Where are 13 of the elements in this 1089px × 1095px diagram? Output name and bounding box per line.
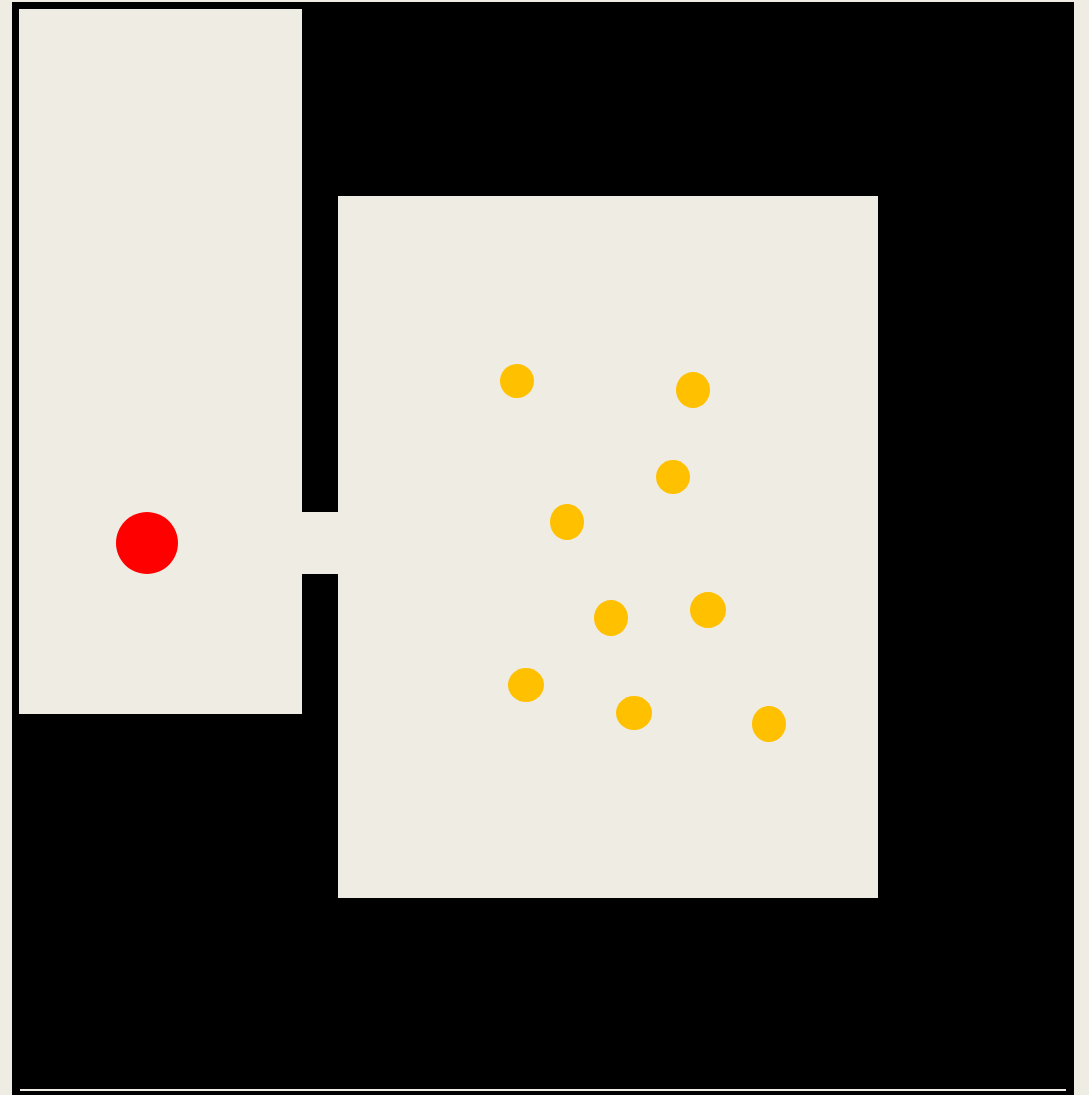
passage xyxy=(301,512,339,574)
dot xyxy=(500,364,534,398)
dot xyxy=(116,512,178,574)
dot xyxy=(656,460,690,494)
dot xyxy=(508,668,544,702)
dot xyxy=(550,504,584,540)
dot xyxy=(594,600,628,636)
dot xyxy=(752,706,786,742)
dot xyxy=(690,592,726,628)
dot xyxy=(616,696,652,730)
room xyxy=(19,9,302,714)
dot xyxy=(676,372,710,408)
room xyxy=(338,196,878,898)
